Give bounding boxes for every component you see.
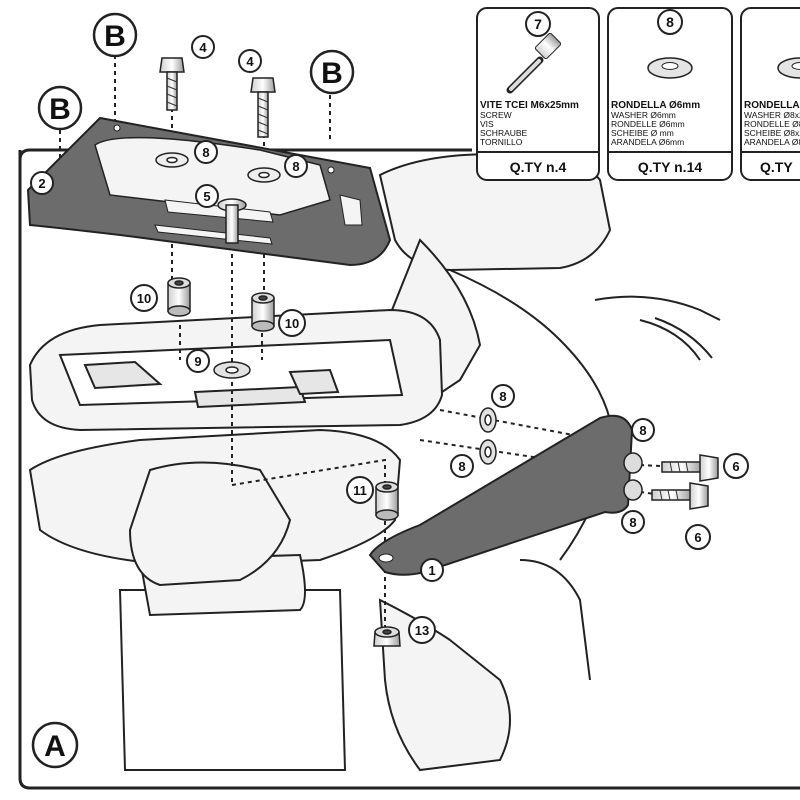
callout-b-2: B: [37, 85, 83, 131]
callout-b-1: B: [92, 12, 138, 58]
card-1-line-4: TORNILLO: [480, 137, 523, 147]
bolt-6-upper: [661, 454, 719, 482]
nut-13: [373, 626, 401, 647]
hardware-card-3: RONDELLA Ø8x2 WASHER Ø8x2 RONDELLE Ø8 SC…: [740, 7, 800, 181]
callout-8-f: 8: [621, 510, 645, 534]
card-3-line-2: RONDELLE Ø8: [744, 119, 800, 129]
callout-9: 9: [186, 349, 210, 373]
card-3-title: RONDELLA Ø8x2: [744, 100, 800, 111]
callout-5: 5: [195, 184, 219, 208]
card-2-number: 8: [666, 14, 674, 30]
spacer-10-right: [251, 292, 275, 332]
washer-icon: [647, 57, 693, 79]
card-2-line-4: ARANDELA Ø6mm: [611, 137, 684, 147]
svg-text:4: 4: [246, 54, 254, 69]
callout-6-upper: 6: [723, 453, 749, 479]
card-1-number: 7: [534, 16, 542, 32]
svg-text:B: B: [104, 20, 126, 53]
callout-4-left: 4: [191, 35, 215, 59]
card-2-qty: Q.TY n.14: [638, 159, 703, 175]
card-1-line-3: SCHRAUBE: [480, 128, 528, 138]
callout-6-lower: 6: [685, 524, 711, 550]
spacer-11: [375, 481, 399, 521]
callout-13: 13: [408, 616, 436, 644]
svg-text:B: B: [321, 57, 343, 90]
callout-4-right: 4: [238, 49, 262, 73]
hardware: [155, 57, 719, 647]
callout-8-e: 8: [631, 418, 655, 442]
svg-text:A: A: [44, 730, 66, 763]
card-3-qty: Q.TY: [760, 159, 793, 175]
svg-text:2: 2: [38, 176, 45, 191]
svg-text:6: 6: [694, 530, 701, 545]
callout-8-b: 8: [284, 154, 308, 178]
svg-text:8: 8: [499, 389, 506, 404]
bolt-5: [217, 198, 247, 244]
card-3-line-3: SCHEIBE Ø8x2: [744, 128, 800, 138]
callouts: B B B A 2 4 4 8 8 5 10 10: [30, 12, 749, 769]
card-2-line-3: SCHEIBE Ø mm: [611, 128, 674, 138]
svg-text:10: 10: [285, 316, 299, 331]
bolt-4-left: [159, 57, 185, 111]
card-3-line-4: ARANDELA Ø8: [744, 137, 800, 147]
callout-a: A: [31, 721, 79, 769]
svg-text:10: 10: [137, 291, 151, 306]
callout-11: 11: [346, 476, 374, 504]
spacer-10-left: [167, 277, 191, 317]
svg-text:5: 5: [203, 189, 210, 204]
card-1-line-1: SCREW: [480, 110, 512, 120]
svg-text:8: 8: [639, 423, 646, 438]
callout-10-right: 10: [278, 309, 306, 337]
svg-text:1: 1: [428, 563, 435, 578]
card-1-qty: Q.TY n.4: [510, 159, 567, 175]
callout-10-left: 10: [130, 284, 158, 312]
card-2-title: RONDELLA Ø6mm: [611, 100, 700, 111]
card-1-line-2: VIS: [480, 119, 494, 129]
card-2-line-1: WASHER Ø6mm: [611, 110, 676, 120]
socket-screw-icon: [506, 32, 562, 94]
callout-8-d: 8: [450, 454, 474, 478]
washer-icon-2: [777, 57, 800, 79]
svg-text:6: 6: [732, 459, 739, 474]
bolt-6-lower: [651, 482, 709, 510]
svg-text:B: B: [49, 93, 71, 126]
svg-text:11: 11: [353, 483, 367, 498]
callout-8-c: 8: [491, 384, 515, 408]
callout-b-3: B: [309, 49, 355, 95]
svg-text:8: 8: [202, 145, 209, 160]
hardware-card-2: 8 RONDELLA Ø6mm WASHER Ø6mm RONDELLE Ø6m…: [607, 7, 733, 181]
svg-text:4: 4: [199, 40, 207, 55]
svg-text:8: 8: [458, 459, 465, 474]
card-1-title: VITE TCEI M6x25mm: [480, 100, 579, 111]
svg-text:13: 13: [415, 623, 429, 638]
callout-1: 1: [420, 558, 444, 582]
svg-text:8: 8: [292, 159, 299, 174]
side-bracket: [368, 414, 643, 576]
hardware-card-1: 7 VITE TCEI M6x25mm SCREW VIS SCHRAUBE T…: [476, 7, 600, 181]
svg-text:8: 8: [629, 515, 636, 530]
svg-text:9: 9: [194, 354, 201, 369]
card-2-line-2: RONDELLE Ø6mm: [611, 119, 685, 129]
bolt-4-right: [250, 77, 276, 138]
card-3-line-1: WASHER Ø8x2: [744, 110, 800, 120]
callout-8-a: 8: [194, 140, 218, 164]
callout-2: 2: [30, 171, 54, 195]
